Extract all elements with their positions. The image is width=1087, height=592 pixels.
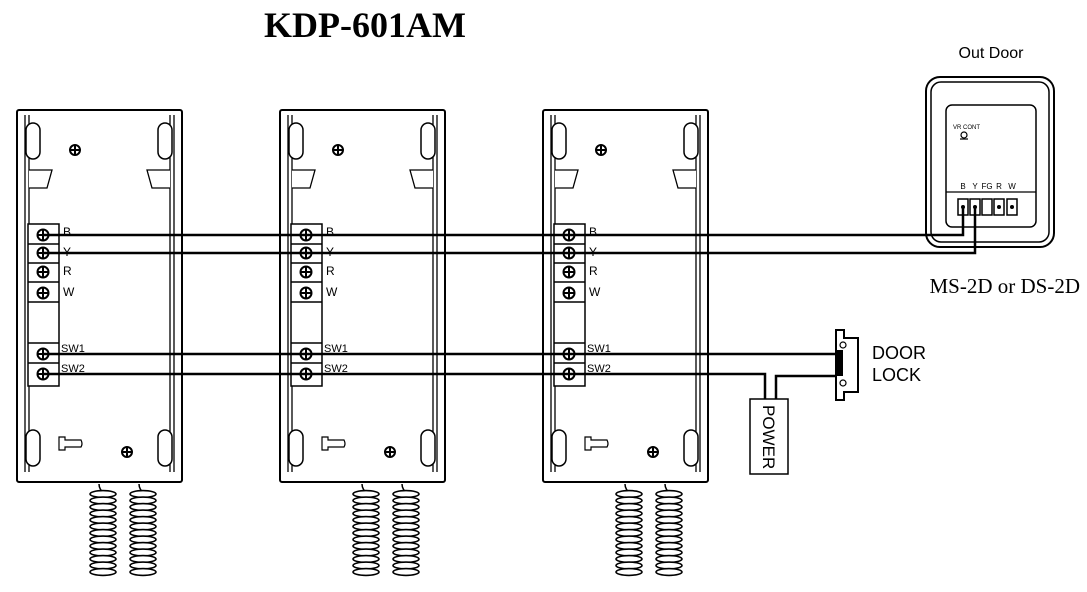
terminal-label-w: W bbox=[63, 285, 75, 299]
mounting-slot bbox=[25, 429, 41, 467]
outdoor-terminal-label-fg: FG bbox=[981, 182, 992, 191]
outdoor-heading: Out Door bbox=[959, 45, 1025, 62]
outdoor-terminal-fg bbox=[981, 198, 993, 216]
hook-right bbox=[146, 169, 170, 189]
mounting-slot bbox=[157, 122, 173, 160]
coil-loop bbox=[89, 567, 117, 577]
power-box bbox=[749, 398, 789, 475]
coil-loop bbox=[129, 567, 157, 577]
terminal-label-b: B bbox=[63, 225, 71, 239]
handset-body bbox=[279, 109, 446, 483]
vr-cont-knob-icon[interactable] bbox=[960, 131, 968, 139]
wire-y bbox=[43, 207, 977, 255]
coil-loop bbox=[392, 567, 420, 577]
handset-body bbox=[16, 109, 183, 483]
mounting-slot bbox=[157, 429, 173, 467]
hook-left bbox=[555, 169, 579, 189]
coil-loop bbox=[655, 567, 683, 577]
mounting-slot bbox=[551, 429, 567, 467]
outdoor-panel bbox=[945, 104, 1037, 228]
vr-cont-label: VR CONT bbox=[953, 125, 980, 131]
key-icon bbox=[321, 436, 346, 451]
mounting-slot bbox=[25, 122, 41, 160]
mounting-slot bbox=[683, 429, 699, 467]
mounting-slot bbox=[551, 122, 567, 160]
door-lock: DOOR LOCK bbox=[835, 329, 926, 401]
terminal-label-sw1: SW1 bbox=[61, 343, 85, 355]
terminal-label-r: R bbox=[63, 264, 72, 278]
outdoor-frame-inner bbox=[930, 81, 1050, 243]
power-label: POWER bbox=[759, 405, 778, 469]
coil-loop bbox=[615, 567, 643, 577]
lock-screw-icon bbox=[839, 341, 847, 349]
hook-right bbox=[672, 169, 696, 189]
handset-body bbox=[542, 109, 709, 483]
wire-sw2 bbox=[43, 372, 767, 399]
terminal-label-b: B bbox=[326, 225, 334, 239]
terminal-label-sw1: SW1 bbox=[587, 343, 611, 355]
wire-b bbox=[43, 207, 965, 237]
mounting-slot bbox=[288, 429, 304, 467]
outdoor-terminal-label-b: B bbox=[960, 182, 965, 191]
outdoor-terminal-label-y: Y bbox=[972, 182, 978, 191]
terminal-label-sw1: SW1 bbox=[324, 343, 348, 355]
terminal-label-sw2: SW2 bbox=[587, 363, 611, 375]
door-lock-label-line1: DOOR bbox=[872, 343, 926, 363]
outdoor-frame-outer bbox=[925, 76, 1055, 248]
terminal-label-sw2: SW2 bbox=[324, 363, 348, 375]
terminal-label-b: B bbox=[589, 225, 597, 239]
diagram-title: KDP-601AM bbox=[264, 5, 466, 45]
hook-left bbox=[292, 169, 316, 189]
terminal-label-r: R bbox=[326, 264, 335, 278]
hook-left bbox=[29, 169, 53, 189]
key-icon bbox=[584, 436, 609, 451]
mounting-slot bbox=[683, 122, 699, 160]
key-icon bbox=[58, 436, 83, 451]
wire-power-lock bbox=[774, 374, 836, 399]
door-lock-body bbox=[835, 329, 859, 401]
outdoor-terminal-label-r: R bbox=[996, 182, 1002, 191]
mounting-slot bbox=[420, 122, 436, 160]
lock-screw-icon bbox=[839, 379, 847, 387]
terminal-label-w: W bbox=[326, 285, 338, 299]
terminal-label-w: W bbox=[589, 285, 601, 299]
power-supply: POWER bbox=[749, 398, 789, 475]
coil-loop bbox=[352, 567, 380, 577]
hook-right bbox=[409, 169, 433, 189]
door-lock-label-line2: LOCK bbox=[872, 365, 921, 385]
mounting-slot bbox=[288, 122, 304, 160]
mounting-slot bbox=[420, 429, 436, 467]
outdoor-terminal-label-w: W bbox=[1008, 182, 1016, 191]
terminal-label-sw2: SW2 bbox=[61, 363, 85, 375]
terminal-label-r: R bbox=[589, 264, 598, 278]
wires bbox=[43, 207, 977, 399]
outdoor-model-label: MS-2D or DS-2D bbox=[929, 274, 1080, 298]
